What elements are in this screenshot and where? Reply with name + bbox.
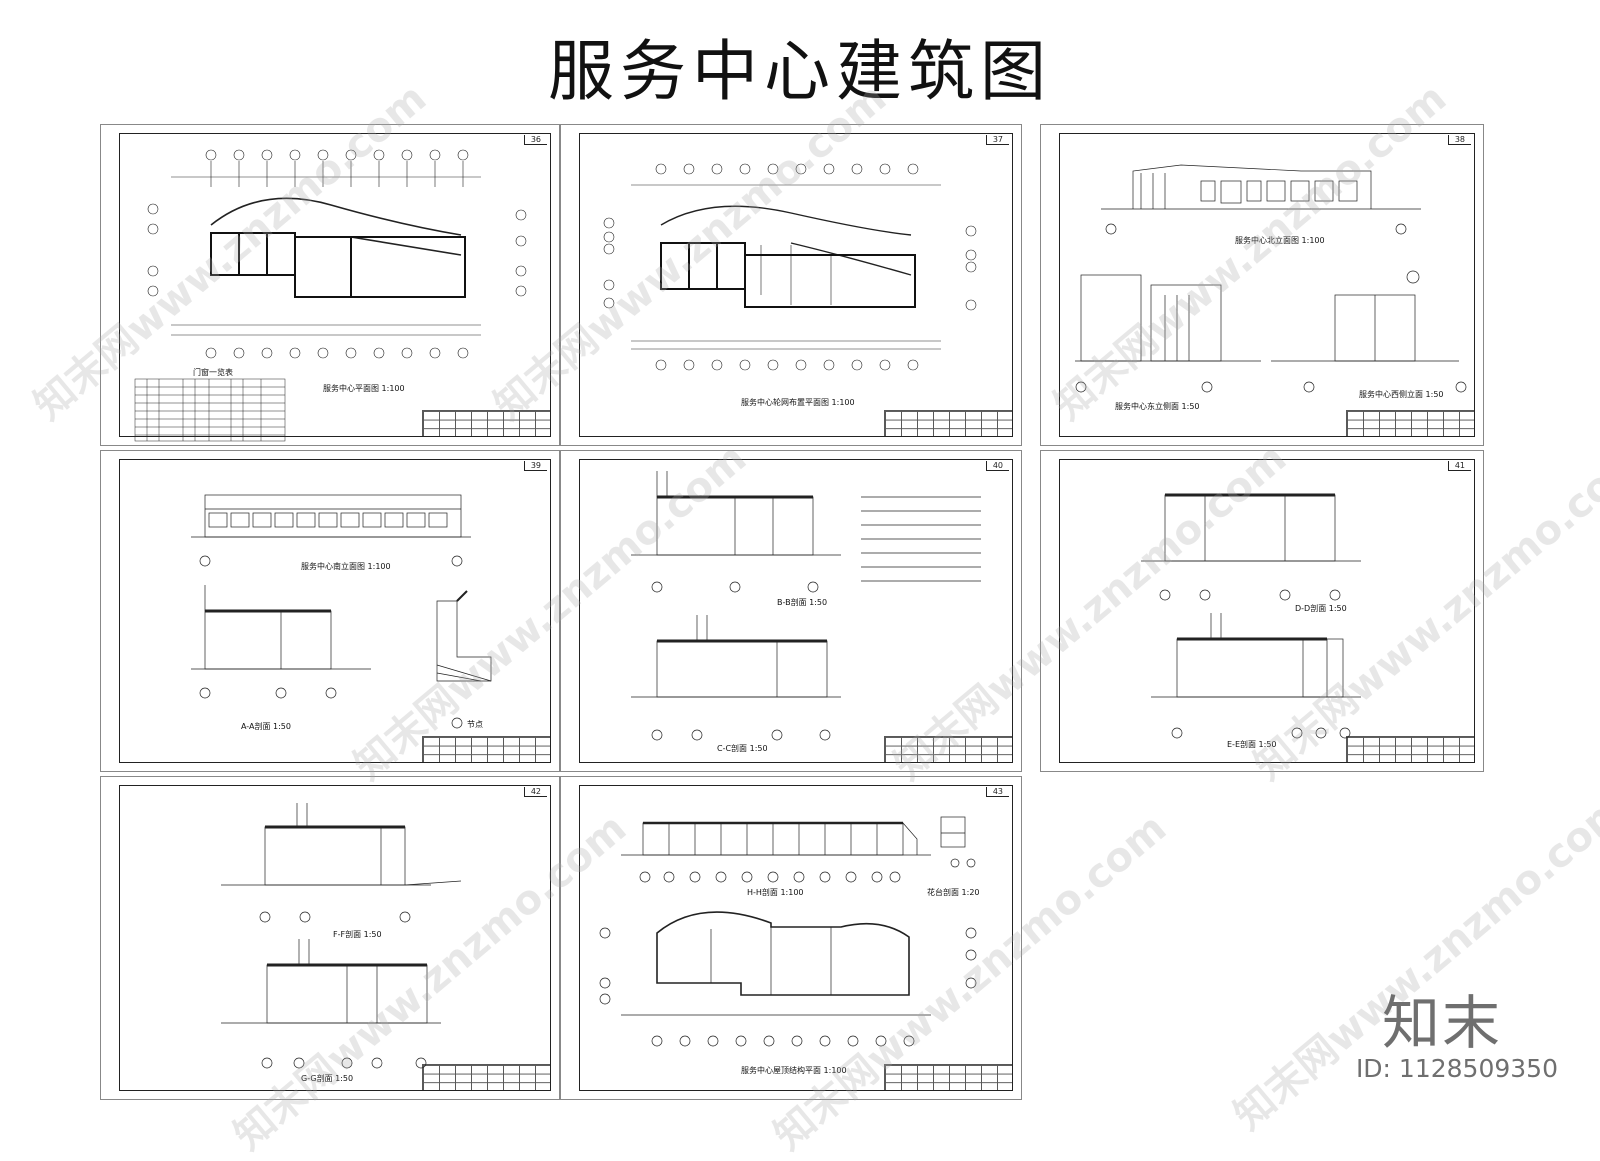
page-title: 服务中心建筑图 [548, 33, 1052, 110]
section-drawings [221, 803, 462, 1069]
bottom-caption: G-G剖面 1:50 [301, 1074, 354, 1083]
elevation-drawings [1075, 164, 1467, 393]
drawing-caption: 服务中心轮网布置平面图 1:100 [741, 398, 855, 407]
section-drawings [1141, 493, 1361, 739]
watermark: 知末网www.znzmo.com [1225, 785, 1600, 1140]
title-block [884, 736, 1013, 763]
top-caption: F-F剖面 1:50 [333, 930, 382, 939]
section-drawings [631, 471, 981, 741]
right-caption: 节点 [467, 720, 483, 729]
top-caption: B-B剖面 1:50 [777, 598, 828, 607]
title-block [884, 410, 1013, 437]
id-label: ID: 1128509350 [1355, 1054, 1558, 1083]
grid-layout-drawing [603, 163, 977, 371]
drawing-sheet-42[interactable]: 42 F-F剖面 1:50 G-G剖面 1:50 [100, 776, 560, 1100]
top-caption: H-H剖面 1:100 [747, 888, 804, 897]
sheet-number: 41 [1447, 461, 1471, 471]
floor-plan-drawing [134, 149, 527, 442]
drawing-caption: 服务中心平面图 1:100 [323, 384, 405, 393]
sheet-number: 37 [985, 135, 1009, 145]
top-caption: 服务中心南立面图 1:100 [301, 562, 391, 571]
sheet-number: 40 [985, 461, 1009, 471]
drawing-sheet-41[interactable]: 41 D-D剖面 1:50 E-E剖面 1:50 [1040, 450, 1484, 772]
top-caption: D-D剖面 1:50 [1295, 604, 1347, 613]
drawing-sheet-39[interactable]: 39 服务中心南立面图 1:100 A-A剖面 1:50 节点 [100, 450, 560, 772]
brand-logo: 知末 [1381, 989, 1502, 1057]
sheet-number: 39 [523, 461, 547, 471]
right-caption: 花台剖面 1:20 [927, 888, 980, 897]
drawing-sheet-36[interactable]: 36 [100, 124, 560, 446]
table-caption: 门窗一览表 [193, 368, 233, 377]
section-drawings [191, 494, 492, 729]
title-block [1346, 736, 1475, 763]
sheet-number: 38 [1447, 135, 1471, 145]
drawing-sheet-40[interactable]: 40 B-B剖面 1:50 C-C剖面 1:50 [560, 450, 1022, 772]
title-block [422, 736, 551, 763]
drawing-sheet-37[interactable]: 37 服务中心轮网布置平面图 1:100 [560, 124, 1022, 446]
bottom-caption: E-E剖面 1:50 [1227, 740, 1277, 749]
sheet-number: 42 [523, 787, 547, 797]
bottom-caption: 服务中心屋顶结构平面 1:100 [741, 1066, 847, 1075]
left-caption: 服务中心东立侧面 1:50 [1115, 402, 1200, 411]
sheet-number: 43 [985, 787, 1009, 797]
title-block [1346, 410, 1475, 437]
top-caption: 服务中心北立面图 1:100 [1235, 236, 1325, 245]
section-and-roof-drawings [599, 816, 977, 1047]
left-caption: A-A剖面 1:50 [241, 722, 291, 731]
sheet-number: 36 [523, 135, 547, 145]
drawing-sheet-38[interactable]: 38 服务中心北立面图 1:100 服务中心东立侧面 1:50 服务中心西侧立面… [1040, 124, 1484, 446]
drawing-sheet-43[interactable]: 43 H-H剖面 1:100 花台剖面 1:20 服务中心屋顶结构平面 [560, 776, 1022, 1100]
bottom-caption: C-C剖面 1:50 [717, 744, 768, 753]
title-block [422, 410, 551, 437]
title-block [422, 1064, 551, 1091]
right-caption: 服务中心西侧立面 1:50 [1359, 390, 1444, 399]
title-block [884, 1064, 1013, 1091]
